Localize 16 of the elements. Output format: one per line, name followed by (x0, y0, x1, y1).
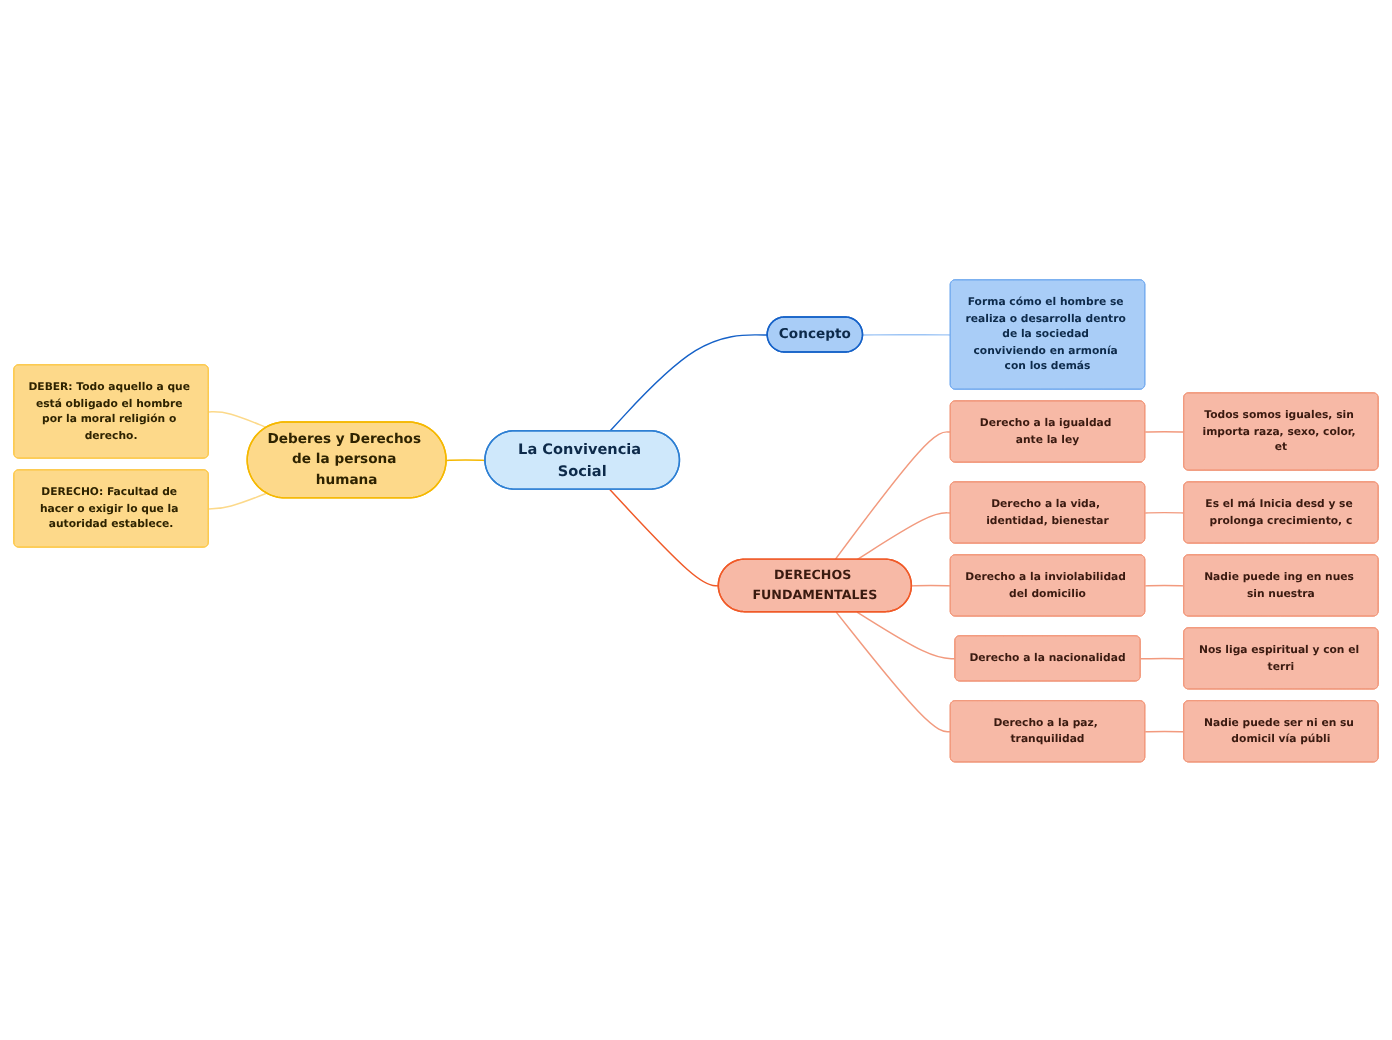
connector (1144, 729, 1185, 732)
connector (1139, 656, 1185, 659)
connector (835, 610, 952, 732)
connector (609, 333, 769, 432)
connector (856, 511, 952, 560)
connector (834, 430, 952, 560)
connector (208, 410, 268, 428)
connector (1144, 430, 1185, 432)
connector (1144, 584, 1185, 586)
connector (208, 491, 268, 509)
connector (609, 488, 720, 586)
connector (856, 610, 957, 659)
connector (911, 584, 952, 586)
connector (445, 458, 487, 461)
connector (862, 333, 952, 335)
connector (1144, 511, 1185, 513)
